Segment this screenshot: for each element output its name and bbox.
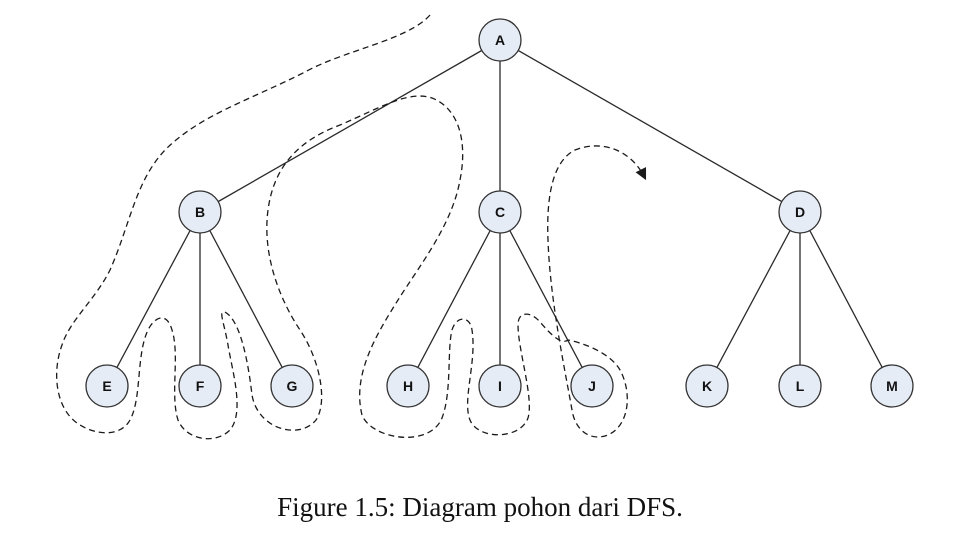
edge-a-d	[499, 39, 801, 213]
edge-b-e	[106, 211, 201, 387]
tree-edges	[106, 39, 893, 387]
edge-d-m	[799, 211, 893, 387]
node-circle	[478, 190, 522, 234]
node-j: J	[570, 364, 614, 408]
node-e: E	[85, 364, 129, 408]
edge-b-g	[199, 211, 293, 387]
node-label: F	[196, 378, 205, 394]
node-circle	[685, 364, 729, 408]
node-circle	[778, 364, 822, 408]
node-d: D	[778, 190, 822, 234]
node-circle	[178, 364, 222, 408]
edge-d-k	[706, 211, 801, 387]
dfs-traversal-path	[56, 14, 647, 440]
dfs-tree-diagram: A B C D E F G H I J K L M	[56, 14, 914, 440]
edge-c-h	[407, 211, 501, 387]
node-circle	[270, 364, 314, 408]
tree-nodes: A B C D E F G H I J K L M	[85, 18, 914, 408]
node-h: H	[386, 364, 430, 408]
node-label: J	[588, 378, 596, 394]
node-label: L	[796, 378, 805, 394]
node-label: I	[498, 378, 502, 394]
node-circle	[778, 190, 822, 234]
node-i: I	[478, 364, 522, 408]
node-circle	[386, 364, 430, 408]
node-c: C	[478, 190, 522, 234]
node-label: B	[195, 204, 205, 220]
node-a: A	[478, 18, 522, 62]
node-label: M	[886, 378, 898, 394]
edge-a-b	[199, 39, 501, 213]
node-label: K	[702, 378, 712, 394]
node-label: D	[795, 204, 805, 220]
node-circle	[178, 190, 222, 234]
node-k: K	[685, 364, 729, 408]
node-f: F	[178, 364, 222, 408]
node-b: B	[178, 190, 222, 234]
node-m: M	[870, 364, 914, 408]
node-l: L	[778, 364, 822, 408]
node-label: E	[102, 378, 111, 394]
node-circle	[478, 18, 522, 62]
node-g: G	[270, 364, 314, 408]
node-label: C	[495, 204, 505, 220]
node-label: A	[495, 32, 505, 48]
node-circle	[85, 364, 129, 408]
figure-caption: Figure 1.5: Diagram pohon dari DFS.	[277, 492, 683, 522]
node-label: G	[287, 378, 298, 394]
node-circle	[478, 364, 522, 408]
node-circle	[870, 364, 914, 408]
edge-c-j	[499, 211, 593, 387]
node-circle	[570, 364, 614, 408]
node-label: H	[403, 378, 413, 394]
